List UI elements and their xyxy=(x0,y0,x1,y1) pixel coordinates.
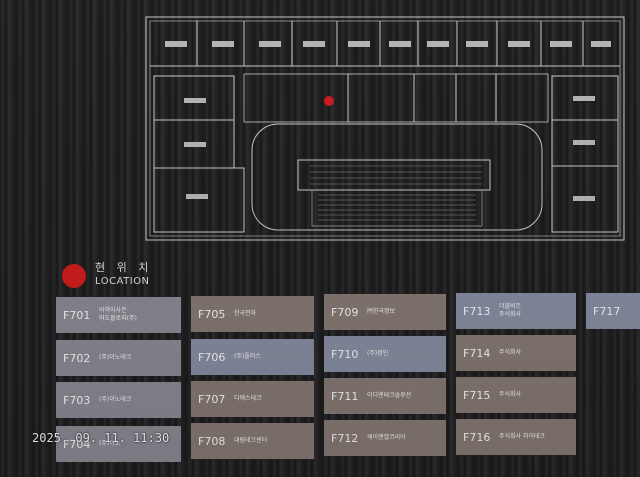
tenant-plate-f710: F710 (주)정인 xyxy=(324,336,446,372)
room-number: F704 xyxy=(63,437,91,451)
tenant-name: (주)정인 xyxy=(367,350,389,357)
room-number: F701 xyxy=(63,308,91,322)
tenant-plate-f714: F714 주식회사 xyxy=(456,335,576,371)
tenant-name: ㈜한국정보 xyxy=(367,308,396,315)
room-number: F708 xyxy=(198,434,226,448)
tenant-name: (주)플러스 xyxy=(234,353,261,360)
tenant-plate-f711: F711 이디엔테크솔루션 xyxy=(324,378,446,414)
tenant-name: 케이앤엘코리아 xyxy=(367,434,406,441)
tenant-plate-f713: F713 더블비즈 주식회사 xyxy=(456,293,576,329)
tenant-plate-f705: F705 한국전자 xyxy=(191,296,314,332)
room-number: F705 xyxy=(198,307,226,321)
room-number: F706 xyxy=(198,350,226,364)
room-number: F703 xyxy=(63,393,91,407)
tenant-name: 이디엔테크솔루션 xyxy=(367,392,412,399)
tenant-plate-f707: F707 디에스테크 xyxy=(191,381,314,417)
room-number: F716 xyxy=(463,430,491,444)
tenant-name: (주)이노테크 xyxy=(99,396,132,403)
tenant-name: 주식회사 xyxy=(499,349,522,356)
room-number: F709 xyxy=(331,305,359,319)
room-number: F710 xyxy=(331,347,359,361)
tenant-plate-f704: F704 (주)이노 xyxy=(56,426,181,462)
building-outline xyxy=(145,16,625,241)
tenant-plate-f702: F702 (주)이노테크 xyxy=(56,340,181,376)
tenant-plate-f701: F701 아역이사은 미도몰로지(주) xyxy=(56,297,181,333)
tenant-name: (주)이노 xyxy=(99,440,121,447)
room-number: F711 xyxy=(331,389,359,403)
location-legend-dot xyxy=(62,264,86,288)
tenant-name: (주)이노테크 xyxy=(99,354,132,361)
tenant-name: 한국전자 xyxy=(234,310,257,317)
tenant-plate-f712: F712 케이앤엘코리아 xyxy=(324,420,446,456)
tenant-plate-f716: F716 주식회사 하이테크 xyxy=(456,419,576,455)
tenant-plate-f715: F715 주식회사 xyxy=(456,377,576,413)
tenant-name: 주식회사 xyxy=(499,391,522,398)
photo-timestamp: 2025. 09. 11. 11:30 xyxy=(32,431,170,445)
room-number: F707 xyxy=(198,392,226,406)
tenant-name: 더블비즈 주식회사 xyxy=(499,303,522,318)
room-number: F715 xyxy=(463,388,491,402)
tenant-plate-f717: F717 xyxy=(586,293,640,329)
room-number: F714 xyxy=(463,346,491,360)
tenant-name: 대림테크센터 xyxy=(234,437,268,444)
room-number: F713 xyxy=(463,304,491,318)
tenant-name: 아역이사은 미도몰로지(주) xyxy=(99,307,137,322)
current-location-dot xyxy=(324,96,334,106)
location-legend-label-ko: 현 위 치 xyxy=(95,261,153,274)
tenant-plate-f706: F706 (주)플러스 xyxy=(191,339,314,375)
tenant-name: 디에스테크 xyxy=(234,395,262,402)
tenant-plate-f708: F708 대림테크센터 xyxy=(191,423,314,459)
room-number: F712 xyxy=(331,431,359,445)
tenant-plate-f709: F709 ㈜한국정보 xyxy=(324,294,446,330)
tenant-plate-f703: F703 (주)이노테크 xyxy=(56,382,181,418)
tenant-name: 주식회사 하이테크 xyxy=(499,433,546,440)
location-legend-label-en: LOCATION xyxy=(95,276,150,287)
room-number: F717 xyxy=(593,304,621,318)
room-number: F702 xyxy=(63,351,91,365)
